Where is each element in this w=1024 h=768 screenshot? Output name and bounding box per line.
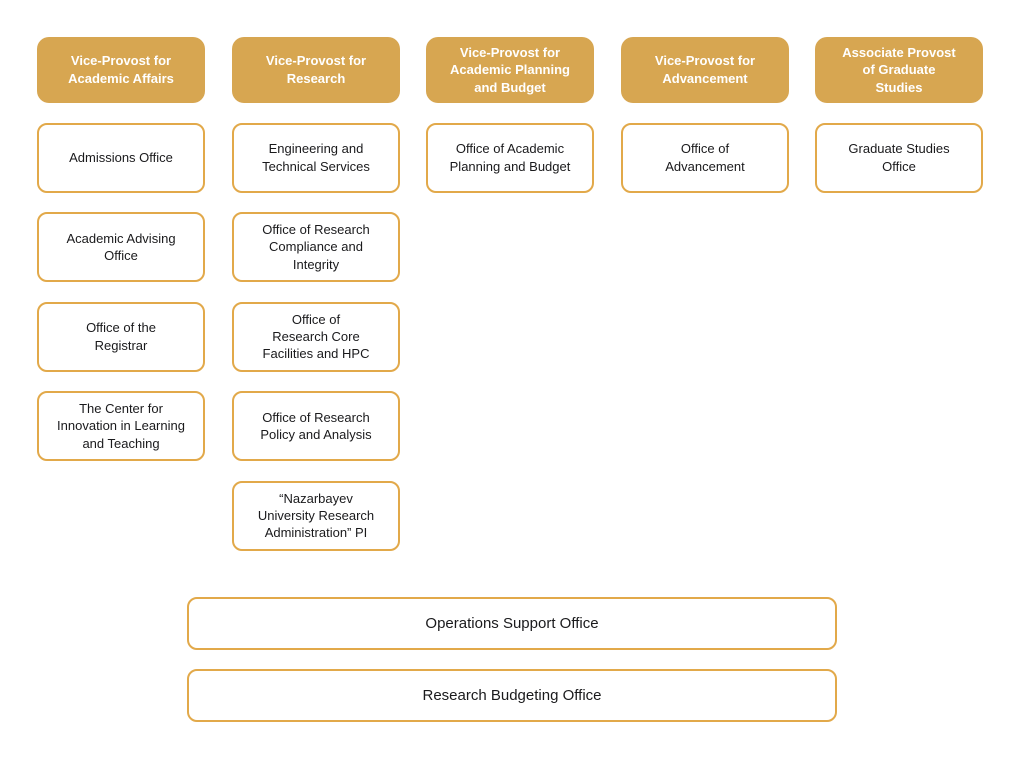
office-box-academic-planning-and-budget: Office of Academic Planning and Budget [426, 122, 594, 193]
office-box-office-of-advancement: Office of Advancement [621, 122, 789, 193]
header-box-academic-affairs: Vice-Provost for Academic Affairs [37, 37, 205, 103]
office-box-nazarbayev-university-research-administration-pi: “Nazarbayev University Research Administ… [232, 480, 400, 551]
column-advancement: Vice-Provost for Advancement Office of A… [621, 37, 789, 193]
office-box-research-compliance-and-integrity: Office of Research Compliance and Integr… [232, 212, 400, 282]
column-academic-planning-and-budget: Vice-Provost for Academic Planning and B… [426, 37, 594, 193]
office-box-center-for-innovation-in-learning-and-teaching: The Center for Innovation in Learning an… [37, 391, 205, 461]
column-research: Vice-Provost for Research Engineering an… [232, 37, 400, 551]
column-graduate-studies: Associate Provost of Graduate Studies Gr… [815, 37, 983, 193]
column-academic-affairs: Vice-Provost for Academic Affairs Admiss… [37, 37, 205, 461]
office-box-office-of-the-registrar: Office of the Registrar [37, 301, 205, 372]
office-box-operations-support-office: Operations Support Office [187, 597, 837, 650]
office-box-academic-advising-office: Academic Advising Office [37, 212, 205, 282]
office-box-research-core-facilities-and-hpc: Office of Research Core Facilities and H… [232, 301, 400, 372]
header-box-academic-planning-and-budget: Vice-Provost for Academic Planning and B… [426, 37, 594, 103]
header-box-research: Vice-Provost for Research [232, 37, 400, 103]
header-box-advancement: Vice-Provost for Advancement [621, 37, 789, 103]
header-box-graduate-studies: Associate Provost of Graduate Studies [815, 37, 983, 103]
office-box-graduate-studies-office: Graduate Studies Office [815, 122, 983, 193]
office-box-admissions-office: Admissions Office [37, 122, 205, 193]
office-box-research-budgeting-office: Research Budgeting Office [187, 669, 837, 722]
office-box-engineering-and-technical-services: Engineering and Technical Services [232, 122, 400, 193]
office-box-research-policy-and-analysis: Office of Research Policy and Analysis [232, 391, 400, 461]
